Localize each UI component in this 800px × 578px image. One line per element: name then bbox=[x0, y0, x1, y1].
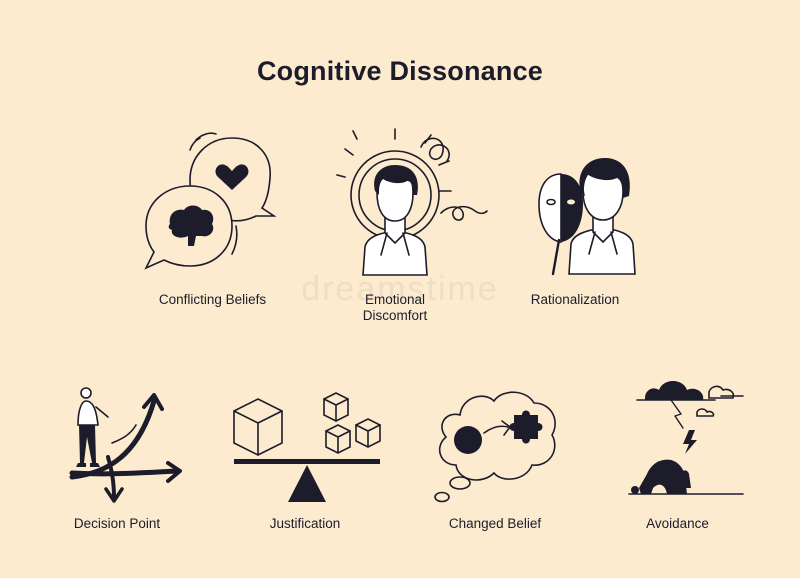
anxious-person-icon bbox=[336, 128, 488, 276]
thought-cloud-puzzle-icon bbox=[434, 391, 556, 503]
page-title: Cognitive Dissonance bbox=[256, 56, 544, 86]
label-avoidance: Avoidance bbox=[646, 516, 709, 531]
label-conflicting-beliefs: Conflicting Beliefs bbox=[158, 292, 267, 307]
balance-scale-cubes-icon bbox=[233, 392, 381, 502]
label-decision-point: Decision Point bbox=[73, 516, 161, 531]
person-at-crossroads-icon bbox=[69, 387, 182, 503]
watermark: dreamstime bbox=[301, 270, 499, 308]
label-justification: Justification bbox=[269, 516, 341, 531]
label-changed-belief: Changed Belief bbox=[448, 516, 542, 531]
person-hiding-storm-icon bbox=[628, 381, 744, 495]
label-rationalization: Rationalization bbox=[530, 292, 620, 307]
speech-bubbles-brain-heart-icon bbox=[144, 132, 277, 270]
person-with-mask-icon bbox=[538, 158, 636, 276]
label-emotional-discomfort: Emotional Discomfort bbox=[362, 292, 428, 323]
